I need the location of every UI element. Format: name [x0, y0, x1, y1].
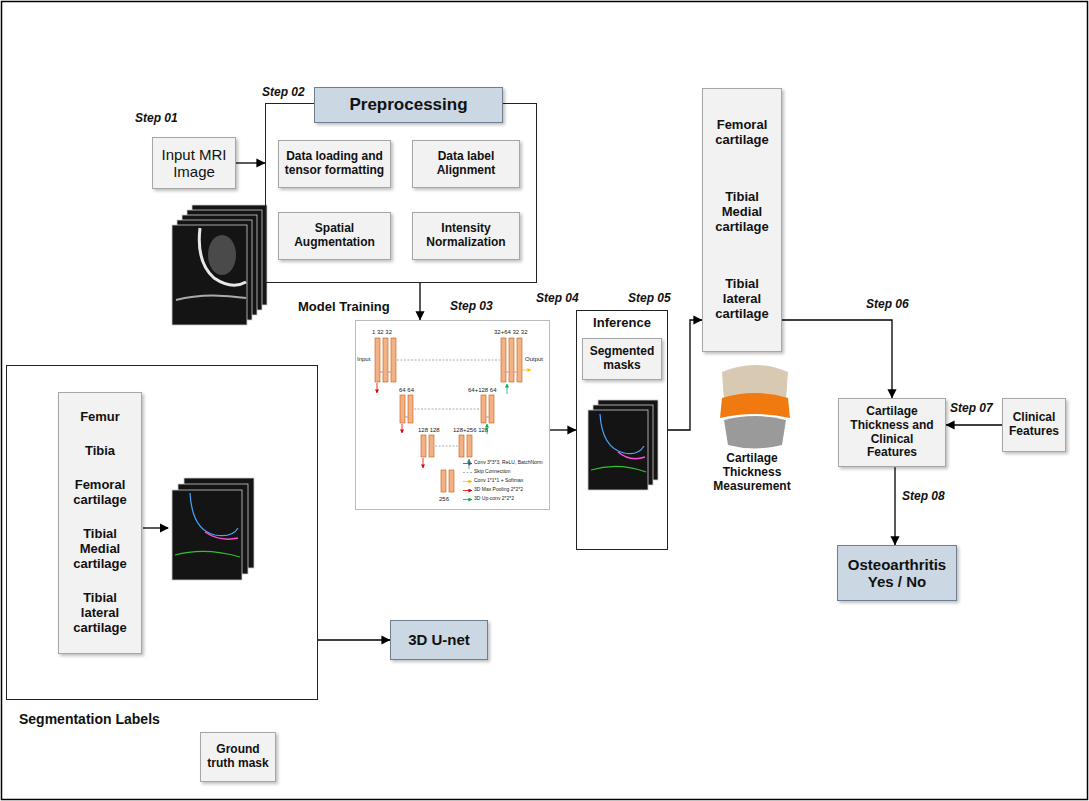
mask-arrow — [143, 527, 168, 528]
box-label: Tibial Medial cartilage — [63, 527, 137, 572]
ground-truth-stack — [172, 478, 254, 580]
box-label: Data loading and tensor formatting — [284, 150, 385, 178]
step-number: Step 05 — [628, 292, 671, 306]
cartilage-model — [720, 365, 790, 449]
flow-arrow — [946, 424, 1002, 425]
figure-caption: Cartilage Thickness Measurement — [707, 452, 797, 493]
channel-count: 32+64 32 32 — [494, 329, 528, 335]
group-heading: Preprocessing — [314, 87, 503, 123]
label-group: Segmentation LabelsFemurTibiaFemoral car… — [6, 365, 318, 700]
flow-arrow — [236, 162, 265, 163]
box-label: Tibial lateral cartilage — [707, 277, 777, 322]
step-number: Step 06 — [866, 298, 909, 312]
process-box: Data label Alignment — [412, 140, 520, 188]
box-label: Femoral cartilage — [63, 478, 137, 508]
channel-count: 128+256 128 — [453, 427, 488, 433]
legend-text: 3D Up-conv 2*2*2 — [474, 496, 514, 501]
step-number: Step 03 — [450, 300, 493, 314]
process-box: Segmented masks — [582, 338, 662, 380]
layer-label: Output — [525, 356, 543, 362]
group-heading: Model Training — [298, 300, 390, 315]
box-label: Input MRI Image — [158, 146, 230, 181]
process-box: Spatial Augmentation — [278, 212, 391, 260]
class-list-box: Femoral cartilageTibial Medial cartilage… — [702, 88, 782, 352]
step-number: Step 02 — [262, 86, 305, 100]
box-label: Femur — [80, 410, 120, 425]
layer-label: Input — [357, 356, 370, 362]
legend-text: Conv 3*3*3, ReLU, BatchNorm — [474, 460, 543, 465]
model-box: 3D U-net — [390, 620, 488, 660]
process-group: PreprocessingData loading and tensor for… — [265, 103, 537, 283]
box-label: Inference — [593, 316, 651, 331]
caption-box: Ground truth mask — [200, 732, 276, 782]
channel-count: 128 128 — [418, 427, 440, 433]
box-label: Intensity Normalization — [418, 222, 514, 250]
mri-stack — [172, 205, 267, 325]
step-number: Step 07 — [950, 402, 993, 416]
box-label: Tibia — [85, 444, 115, 459]
box-label: Data label Alignment — [418, 150, 514, 178]
legend-text: Conv 1*1*1 + Softmax — [474, 478, 523, 483]
flow-arrow — [894, 467, 895, 545]
flow-arrow — [419, 283, 420, 320]
feature-box: Cartilage Thickness and Clinical Feature… — [838, 398, 946, 467]
group-heading: Segmentation Labels — [19, 711, 160, 727]
box-label: Tibial lateral cartilage — [63, 591, 137, 636]
legend-text: Skip Connection — [474, 469, 510, 474]
box-label: 3D U-net — [408, 631, 470, 648]
segmented-mask-stack — [588, 400, 658, 490]
channel-count: 1 32 32 — [372, 329, 392, 335]
box-label: Yes / No — [868, 573, 926, 590]
process-box: Intensity Normalization — [412, 212, 520, 260]
step-number: Step 01 — [135, 112, 178, 126]
inference-group: InferenceSegmented masks — [576, 310, 668, 550]
input-box: Clinical Features — [1002, 398, 1066, 452]
flow-arrow — [318, 639, 390, 640]
box-label: Spatial Augmentation — [284, 222, 385, 250]
box-label: Cartilage Thickness and Clinical Feature… — [844, 405, 940, 460]
class-list-box: FemurTibiaFemoral cartilageTibial Medial… — [58, 392, 142, 654]
box-label: Osteoarthritis — [848, 556, 946, 573]
box-label: Tibial Medial cartilage — [707, 190, 777, 235]
channel-count: 64+128 64 — [468, 387, 497, 393]
flow-arrow — [668, 320, 702, 430]
channel-count: 256 — [439, 496, 449, 502]
process-box: Data loading and tensor formatting — [278, 140, 391, 188]
box-label: Ground truth mask — [206, 743, 270, 771]
channel-count: 64 64 — [399, 387, 414, 393]
step-number: Step 08 — [902, 490, 945, 504]
box-label: Clinical Features — [1008, 411, 1060, 439]
step-number: Step 04 — [536, 292, 579, 306]
output-box: OsteoarthritisYes / No — [837, 545, 957, 601]
flow-arrow — [550, 429, 576, 430]
unet-figure — [375, 338, 531, 500]
box-label: Segmented masks — [588, 345, 656, 373]
input-box: Input MRI Image — [152, 137, 236, 189]
legend-text: 3D Max Pooling 2*2*2 — [474, 487, 523, 492]
box-label: Femoral cartilage — [707, 118, 777, 148]
flow-arrow — [782, 320, 892, 398]
